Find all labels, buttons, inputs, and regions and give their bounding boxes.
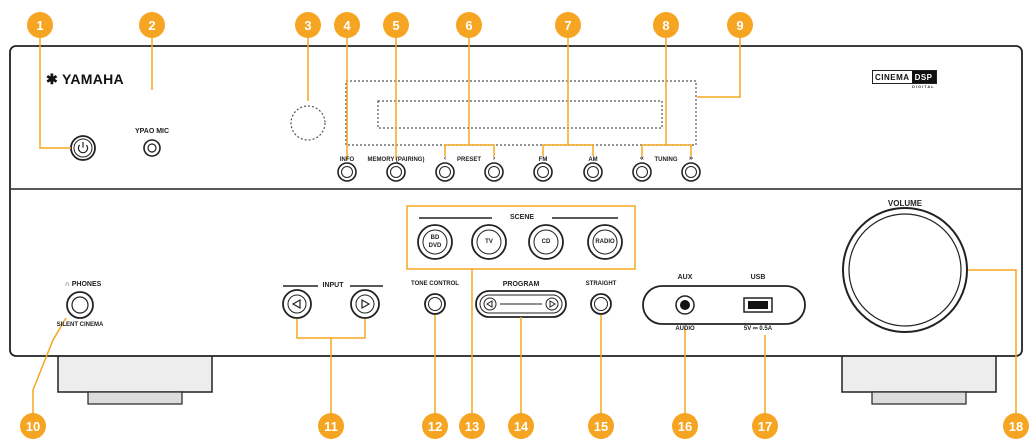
input-right-button[interactable]: [350, 289, 380, 319]
info-button[interactable]: [337, 162, 357, 182]
memory-button[interactable]: [386, 162, 406, 182]
callout-13: 13: [459, 413, 485, 439]
scene-frame: [406, 205, 636, 270]
usb-power-label: 5V ⎓ 0.5A: [743, 326, 773, 332]
program-label: PROGRAM: [502, 281, 540, 288]
callout-2: 2: [139, 12, 165, 38]
callout-leader-lines: [32, 38, 1017, 423]
callout-6: 6: [456, 12, 482, 38]
silent-cinema-label: SILENT CINEMA: [56, 322, 104, 328]
tuning-label: TUNING: [654, 157, 678, 163]
preset-right-button[interactable]: [484, 162, 504, 182]
fm-label: FM: [538, 157, 548, 163]
aux-jack[interactable]: [675, 295, 695, 315]
tuning-right-button[interactable]: [681, 162, 701, 182]
straight-button[interactable]: [590, 293, 612, 315]
tuning-fork-icon: ✱: [46, 71, 59, 87]
tuning-forward-glyph: »: [689, 155, 693, 162]
aux-usb-panel: [642, 285, 806, 325]
fm-button[interactable]: [533, 162, 553, 182]
tuning-left-button[interactable]: [632, 162, 652, 182]
left-foot: [57, 353, 213, 405]
aux-label: AUX: [677, 274, 693, 281]
callout-5: 5: [383, 12, 409, 38]
callout-11: 11: [318, 413, 344, 439]
phones-text: PHONES: [71, 281, 102, 288]
receiver-body: [9, 45, 1023, 357]
callout-8: 8: [653, 12, 679, 38]
input-label: INPUT: [322, 282, 344, 289]
am-label: AM: [588, 157, 598, 163]
ypao-mic-label: YPAO MIC: [134, 128, 170, 135]
callout-9: 9: [727, 12, 753, 38]
scene-radio-button[interactable]: [587, 224, 623, 260]
callout-16: 16: [672, 413, 698, 439]
callout-15: 15: [588, 413, 614, 439]
brand-name: YAMAHA: [61, 71, 124, 87]
volume-label: VOLUME: [887, 199, 923, 208]
power-button[interactable]: [70, 135, 96, 161]
callout-17: 17: [752, 413, 778, 439]
usb-label: USB: [750, 274, 766, 281]
scene-label: SCENE: [509, 214, 535, 221]
callout-4: 4: [334, 12, 360, 38]
callout-7: 7: [555, 12, 581, 38]
phones-label: ∩ PHONES: [65, 281, 102, 288]
scene-bd-label: BD: [430, 235, 440, 241]
info-label: INFO: [339, 157, 355, 163]
preset-right-glyph: ›: [492, 155, 496, 162]
callout-18: 18: [1003, 413, 1029, 439]
ypao-mic-jack[interactable]: [143, 139, 161, 157]
dsp-logo-text: DSP: [911, 71, 936, 83]
audio-label: AUDIO: [675, 326, 695, 332]
scene-dvd-label: DVD: [428, 243, 442, 249]
memory-label: MEMORY (PAIRING): [367, 157, 425, 163]
headphones-icon: ∩: [64, 281, 70, 288]
scene-tv-button[interactable]: [471, 224, 507, 260]
cinema-logo-text: CINEMA: [875, 72, 910, 82]
volume-knob[interactable]: [842, 207, 968, 333]
scene-cd-button[interactable]: [528, 224, 564, 260]
right-foot: [841, 353, 997, 405]
remote-sensor: [290, 105, 326, 141]
usb-port[interactable]: [743, 297, 773, 313]
scene-tv-label: TV: [485, 239, 493, 245]
tone-control-button[interactable]: [424, 293, 446, 315]
callout-3: 3: [295, 12, 321, 38]
scene-cd-label: CD: [541, 239, 551, 245]
scene-radio-label: RADIO: [595, 239, 615, 245]
preset-left-glyph: ‹: [443, 155, 447, 162]
straight-label: STRAIGHT: [585, 281, 617, 287]
phones-jack[interactable]: [66, 291, 94, 319]
callout-10: 10: [20, 413, 46, 439]
cinema-dsp-logo: CINEMA DSP: [872, 70, 937, 84]
scene-bd-dvd-button[interactable]: [417, 224, 453, 260]
front-display-frame: [345, 80, 697, 146]
brand-logo: ✱ YAMAHA: [46, 71, 124, 88]
program-rocker[interactable]: [475, 290, 567, 318]
front-display-inner: [377, 100, 663, 129]
digital-logo-text: DIGITAL: [912, 84, 935, 89]
callout-1: 1: [27, 12, 53, 38]
preset-label: PRESET: [456, 157, 482, 163]
callout-12: 12: [422, 413, 448, 439]
callout-14: 14: [508, 413, 534, 439]
am-button[interactable]: [583, 162, 603, 182]
preset-left-button[interactable]: [435, 162, 455, 182]
input-left-button[interactable]: [282, 289, 312, 319]
tone-control-label: TONE CONTROL: [411, 281, 459, 287]
tuning-rewind-glyph: «: [640, 155, 644, 162]
